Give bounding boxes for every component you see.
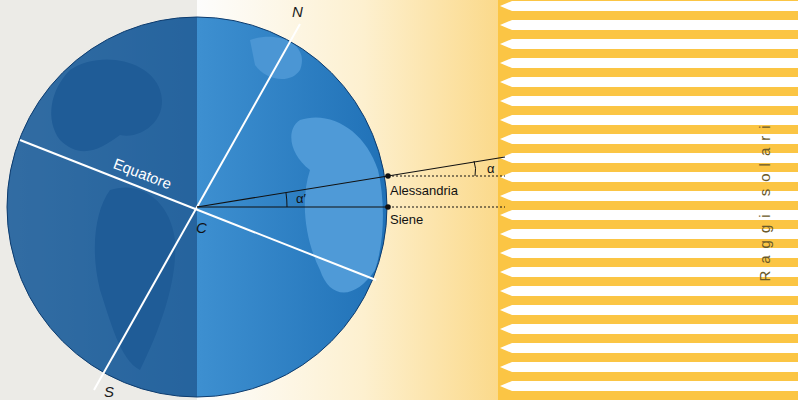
angle-label: α [487, 161, 495, 177]
city-label: Alessandria [390, 183, 458, 199]
sun-ray [500, 248, 798, 258]
sun-ray [500, 305, 798, 315]
south-label: S [104, 384, 114, 400]
sun-ray [500, 39, 798, 49]
angle-label: α′ [296, 191, 306, 207]
angle-arc [286, 193, 287, 207]
sun-ray [500, 343, 798, 353]
sun-ray [500, 229, 798, 239]
equator-line [20, 140, 376, 280]
sun-ray [500, 286, 798, 296]
sun-ray [500, 77, 798, 87]
sun-ray [500, 115, 798, 125]
sun-ray [500, 210, 798, 220]
ray-siene [388, 207, 505, 208]
rays-label: Raggi solari [757, 118, 773, 281]
sun-ray [500, 324, 798, 334]
angle-arc [474, 161, 476, 176]
siene-radius [197, 206, 388, 207]
sun-ray [500, 96, 798, 106]
sun-ray [500, 153, 798, 163]
sun-ray [500, 362, 798, 372]
city-dot [385, 204, 391, 210]
alessandria-radius [197, 157, 505, 207]
sun-ray [500, 134, 798, 144]
sun-ray [500, 381, 798, 391]
sun-ray [500, 172, 798, 182]
sun-rays [500, 1, 798, 391]
sun-ray [500, 191, 798, 201]
sun-ray [500, 20, 798, 30]
sun-ray [500, 1, 798, 11]
center-label: C [196, 220, 207, 236]
north-label: N [292, 4, 303, 20]
city-label: Siene [390, 212, 423, 228]
sun-ray [500, 267, 798, 277]
city-dot [385, 173, 391, 179]
globe [0, 0, 400, 400]
sun-ray [500, 58, 798, 68]
sunlight-band [498, 0, 798, 400]
